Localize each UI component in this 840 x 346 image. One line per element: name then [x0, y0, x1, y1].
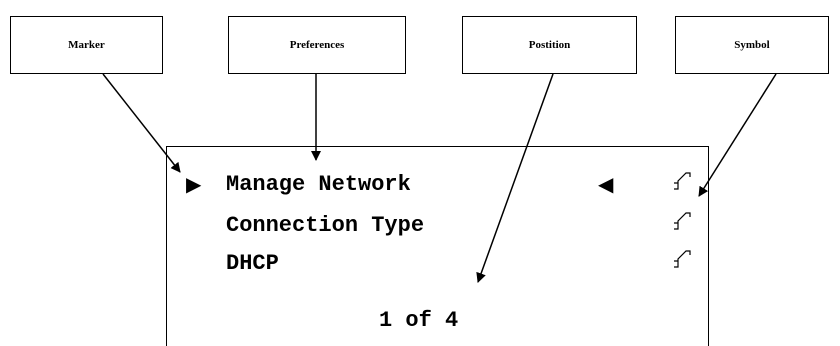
arrow-position: [476, 73, 554, 283]
menu-item-manage-network[interactable]: Manage Network: [226, 172, 411, 197]
callout-marker-label: Marker: [68, 39, 105, 51]
arrow-symbol: [698, 73, 777, 197]
callout-position: Postition: [462, 16, 637, 74]
callout-arrows: [102, 73, 777, 283]
wifi-signal-icon: [674, 250, 691, 268]
callout-preferences-label: Preferences: [289, 39, 345, 51]
callout-marker: Marker: [10, 16, 163, 74]
selection-marker-right-icon: ◀: [598, 172, 614, 196]
wifi-signal-icon: [674, 172, 691, 190]
wifi-signal-icon: [674, 212, 691, 230]
callout-position-label: Postition: [528, 39, 571, 51]
callout-preferences: Preferences: [228, 16, 406, 74]
arrow-marker: [102, 73, 181, 173]
selection-marker-left-icon: ▶: [186, 172, 202, 196]
menu-item-dhcp[interactable]: DHCP: [226, 251, 279, 276]
menu-item-connection-type[interactable]: Connection Type: [226, 213, 425, 238]
callout-symbol: Symbol: [675, 16, 829, 74]
display-screen: [166, 146, 709, 346]
position-indicator: 1 of 4: [379, 308, 459, 333]
callout-symbol-label: Symbol: [734, 39, 770, 51]
